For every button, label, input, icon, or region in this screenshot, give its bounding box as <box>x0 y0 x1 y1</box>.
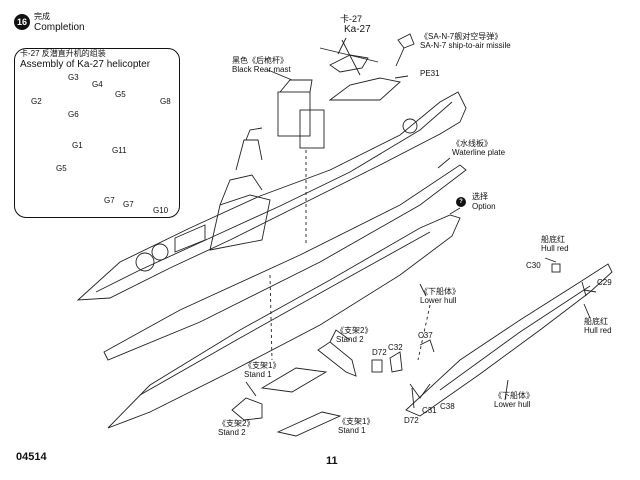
missile-label-cn: 《SA-N-7舰对空导弹》 <box>420 32 503 41</box>
part-c37-label: C37 <box>418 331 433 340</box>
pe31-label: PE31 <box>420 69 440 78</box>
lower-hull-right <box>405 263 613 417</box>
part-label: G1 <box>72 141 83 150</box>
part-d72-bottom-label: D72 <box>404 416 419 425</box>
part-label: G4 <box>92 80 103 89</box>
part-label: G10 <box>153 206 169 215</box>
stand2-bottom-label-en: Stand 2 <box>218 428 246 437</box>
hull-red-right-label-en: Hull red <box>584 326 612 335</box>
stand-1-bottom <box>276 411 342 437</box>
ka27-label-cn: 卡-27 <box>340 14 363 24</box>
part-c32-label: C32 <box>388 343 403 352</box>
part-c30-label: C30 <box>526 261 541 270</box>
stand-2-bottom <box>231 397 263 421</box>
lower-hull-middle <box>107 214 461 429</box>
rear-mast-label-cn: 黑色《后桅杆》 <box>232 56 288 65</box>
stand1-bottom-label-en: Stand 1 <box>338 426 366 435</box>
hull-red-label-en: Hull red <box>541 244 569 253</box>
stand1-top-label-en: Stand 1 <box>244 370 272 379</box>
hull-red-label-cn: 船底红 <box>541 235 565 244</box>
bridge-block <box>209 194 271 251</box>
rear-mast <box>277 91 311 137</box>
helicopter-assembly-panel <box>14 48 180 218</box>
lower-hull-mid-label-cn: 《下船体》 <box>420 287 460 296</box>
step-title-en: Completion <box>34 22 85 33</box>
option-icon: ? <box>456 197 466 207</box>
waterline-plate <box>103 164 467 361</box>
part-label: G3 <box>68 73 79 82</box>
lower-hull-right-label-cn: 《下船体》 <box>494 391 534 400</box>
panel-title-cn: 卡-27 反潜直升机的组装 <box>20 49 106 58</box>
part-d72-top-label: D72 <box>372 348 387 357</box>
option-label-cn: 选择 <box>472 192 488 201</box>
product-code: 04514 <box>16 451 47 463</box>
hull-red-right-label-cn: 船底红 <box>584 317 608 326</box>
stand1-bottom-label-cn: 《支架1》 <box>338 417 375 426</box>
waterline-label-cn: 《水线板》 <box>452 139 492 148</box>
part-label: G8 <box>160 97 171 106</box>
lower-hull-mid-label-en: Lower hull <box>420 296 457 305</box>
part-label: G5 <box>56 164 67 173</box>
stand2-top-label-en: Stand 2 <box>336 335 364 344</box>
part-label: G7 <box>123 200 134 209</box>
part-label: G5 <box>115 90 126 99</box>
lower-hull-right-label-en: Lower hull <box>494 400 531 409</box>
stand1-top-label-cn: 《支架1》 <box>244 361 281 370</box>
step-title-cn: 完成 <box>34 12 50 21</box>
option-label-en: Option <box>472 202 496 211</box>
stand-1-top <box>260 367 328 393</box>
waterline-label-en: Waterline plate <box>452 148 506 157</box>
part-label: G7 <box>104 196 115 205</box>
part-label: G6 <box>68 110 79 119</box>
panel-title-en: Assembly of Ka-27 helicopter <box>20 59 151 70</box>
part-c31-label: C31 <box>422 406 437 415</box>
step-number-badge: 16 <box>14 14 30 30</box>
rear-mast-label-en: Black Rear mast <box>232 65 291 74</box>
missile-label-en: SA-N-7 ship-to-air missile <box>420 41 511 50</box>
part-label: G2 <box>31 97 42 106</box>
stand-2-top <box>317 341 357 377</box>
page-number: 11 <box>326 455 338 467</box>
part-c29-label: C29 <box>597 278 612 287</box>
stand2-top-label-cn: 《支架2》 <box>336 326 373 335</box>
part-label: G11 <box>112 146 127 155</box>
ka27-label-en: Ka-27 <box>344 24 371 35</box>
part-c38-label: C38 <box>440 402 455 411</box>
ka27-on-ship <box>329 54 369 73</box>
stand2-bottom-label-cn: 《支架2》 <box>218 419 255 428</box>
